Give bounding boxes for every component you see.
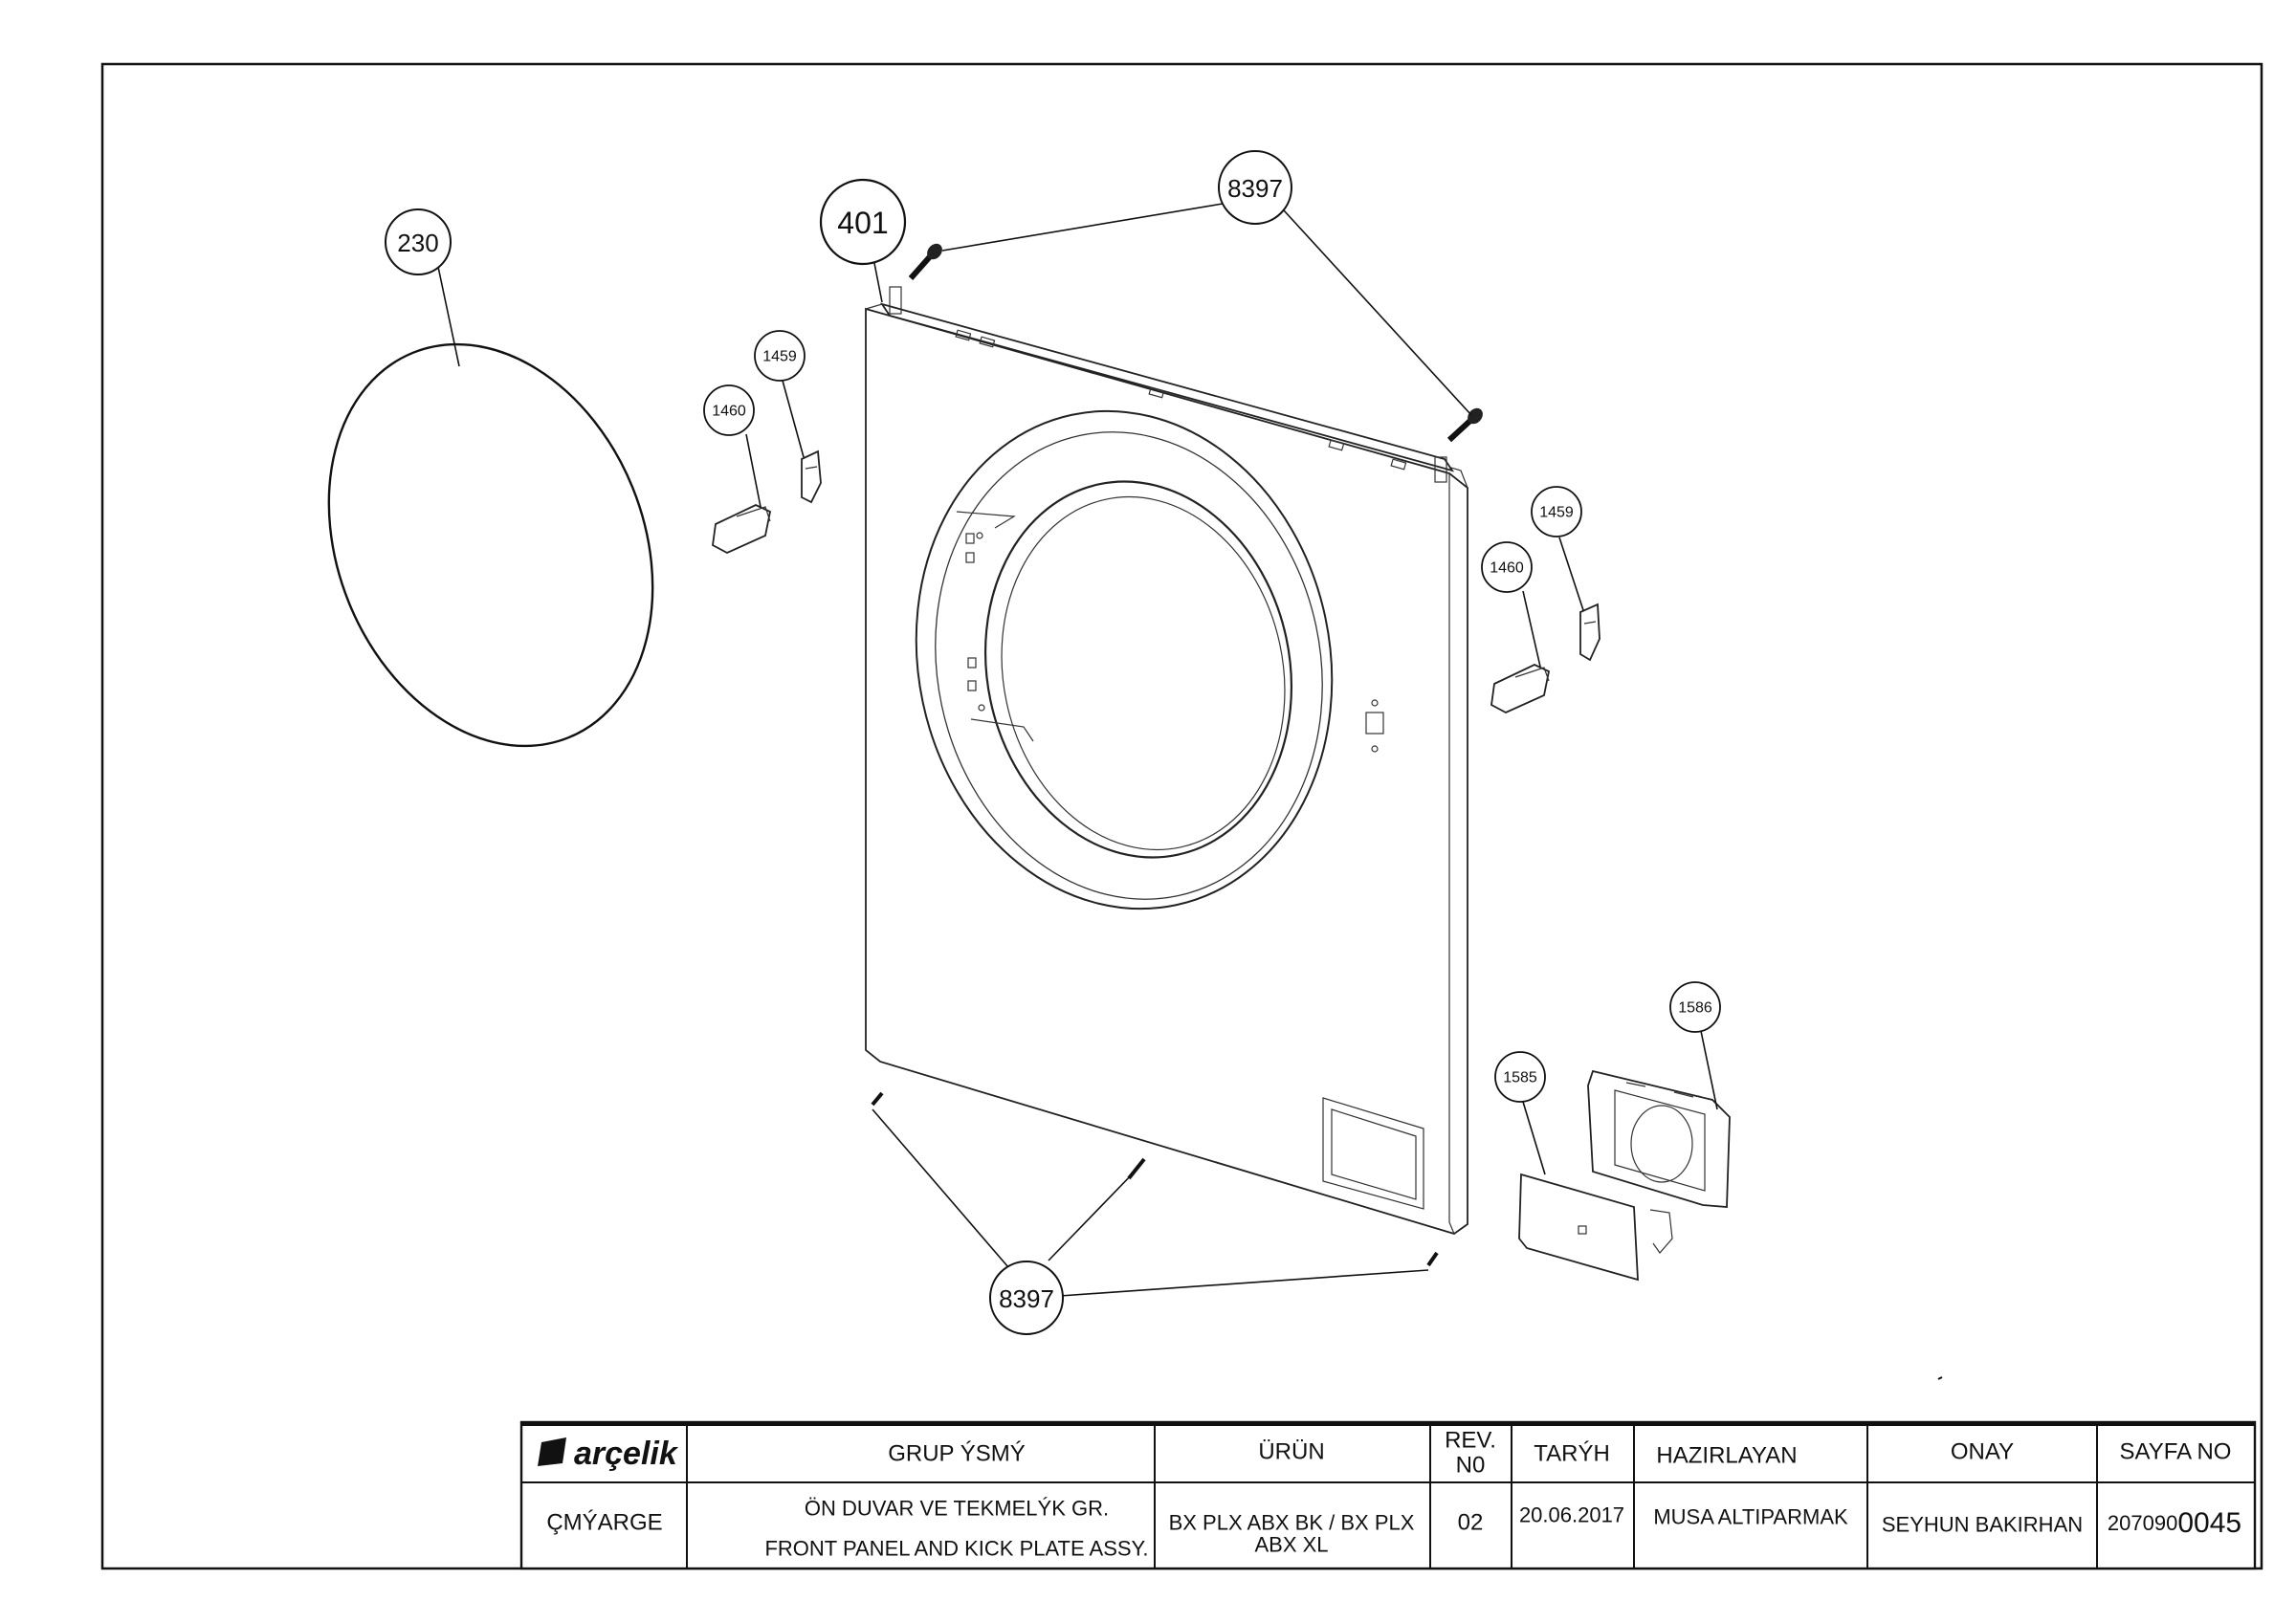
- callout-1586-circle: [1669, 981, 1721, 1033]
- part-1460-left: [712, 504, 772, 555]
- arcelik-logo: arçelik: [538, 1436, 679, 1472]
- leader-1585: [1522, 1101, 1546, 1175]
- screw-bottom-right: [1426, 1251, 1439, 1267]
- leader-8397-bottom-b: [1048, 1171, 1136, 1261]
- callout-1459-right: 1459: [1539, 505, 1574, 521]
- value-prepared-by: MUSA ALTIPARMAK: [1653, 1505, 1848, 1529]
- callout-8397-top: 8397: [1227, 174, 1283, 203]
- header-page-no: SAYFA NO: [2120, 1439, 2232, 1465]
- callout-1460-left-circle: [703, 384, 755, 436]
- part-1460-right: [1490, 664, 1551, 714]
- value-date: 20.06.2017: [1519, 1503, 1624, 1527]
- screw-top-left: [908, 243, 942, 280]
- callout-230-circle: [385, 208, 452, 275]
- callout-1460-left: 1460: [712, 404, 746, 420]
- callout-8397-top-circle: [1218, 150, 1292, 225]
- leader-8397-top-b: [1283, 209, 1472, 416]
- part-1585-cover: [1518, 1173, 1639, 1282]
- callout-1585-circle: [1494, 1051, 1546, 1103]
- header-rev-line1: REV.: [1445, 1428, 1496, 1454]
- header-prepared-by: HAZIRLAYAN: [1656, 1443, 1797, 1469]
- part-1459-right: [1579, 603, 1601, 662]
- value-group-name-tr: ÖN DUVAR VE TEKMELÝK GR.: [805, 1497, 1109, 1521]
- part-1459-left: [801, 450, 822, 504]
- callout-1459-left: 1459: [762, 349, 797, 365]
- stray-tick: [1937, 1376, 1943, 1380]
- header-product: ÜRÜN: [1258, 1439, 1324, 1465]
- leader-1460-left: [745, 433, 762, 508]
- callout-401: 401: [837, 206, 888, 240]
- leader-8397-bottom-c: [1059, 1269, 1429, 1297]
- value-product-line1: BX PLX ABX BK / BX PLX: [1169, 1511, 1415, 1535]
- value-approved-by: SEYHUN BAKIRHAN: [1882, 1513, 2083, 1537]
- brand-wordmark: arçelik: [574, 1436, 679, 1472]
- callout-1460-right: 1460: [1490, 560, 1524, 577]
- value-rev: 02: [1458, 1510, 1484, 1536]
- leader-8397-top-a: [941, 203, 1224, 252]
- title-block: [519, 1420, 2257, 1570]
- leader-1586: [1700, 1030, 1718, 1110]
- callout-401-circle: [819, 178, 907, 266]
- value-group-name-en: FRONT PANEL AND KICK PLATE ASSY.: [764, 1537, 1148, 1561]
- header-group-name: GRUP ÝSMÝ: [888, 1441, 1026, 1467]
- callout-8397-bottom: 8397: [999, 1284, 1054, 1313]
- callout-8397-bottom-circle: [989, 1261, 1064, 1335]
- callout-1459-left-circle: [754, 330, 806, 382]
- value-page-no: 2070900045: [2108, 1507, 2241, 1539]
- leader-1459-right: [1558, 537, 1584, 611]
- leader-1460-right: [1522, 590, 1541, 668]
- callout-1459-right-circle: [1531, 486, 1582, 537]
- callout-1586: 1586: [1678, 1000, 1712, 1017]
- callout-1585: 1585: [1503, 1070, 1537, 1086]
- leader-230: [437, 266, 460, 367]
- screw-bottom-left: [871, 1091, 884, 1107]
- header-date: TARÝH: [1534, 1441, 1610, 1467]
- value-product-line2: ABX XL: [1254, 1533, 1328, 1557]
- callout-230: 230: [397, 229, 438, 257]
- screw-top-right: [1446, 407, 1483, 443]
- header-approval: ONAY: [1951, 1439, 2014, 1465]
- part-401-front-panel: [865, 286, 1468, 1235]
- value-category: ÇMÝARGE: [546, 1510, 662, 1536]
- leader-8397-bottom-a: [872, 1108, 1009, 1268]
- part-230-ellipse: [327, 342, 654, 748]
- leader-1459-left: [782, 380, 805, 458]
- callout-1460-right-circle: [1481, 541, 1533, 593]
- header-rev-line2: N0: [1456, 1453, 1486, 1479]
